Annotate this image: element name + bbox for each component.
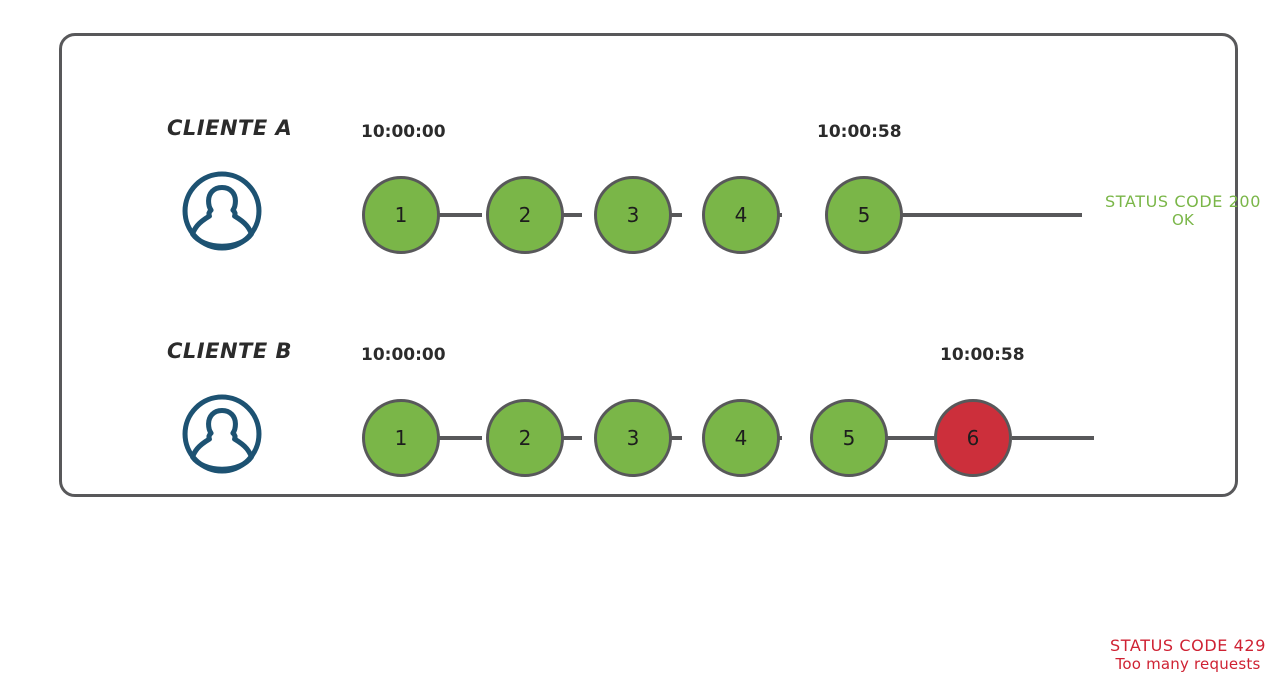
request-node[interactable]: 5 [825, 176, 903, 254]
status-text-a: OK [1171, 210, 1195, 229]
request-node[interactable]: 5 [810, 399, 888, 477]
request-node[interactable]: 1 [362, 176, 440, 254]
request-node[interactable]: 2 [486, 176, 564, 254]
chain-link [432, 436, 482, 440]
chain-link [432, 213, 482, 217]
request-node[interactable]: 3 [594, 176, 672, 254]
chain-link-tail [900, 213, 1082, 217]
client-label-b: CLIENTE B [167, 339, 293, 363]
status-code-b: STATUS CODE 429 [1110, 636, 1266, 655]
timestamp-start-b: 10:00:00 [361, 345, 446, 365]
user-avatar-icon [180, 169, 264, 253]
diagram-canvas: CLIENTE A 10:00:00 10:00:58 1 2 3 4 5 [59, 33, 1265, 673]
client-label-a: CLIENTE A [167, 116, 293, 140]
status-text-b: Too many requests [1115, 654, 1261, 673]
request-node[interactable]: 4 [702, 399, 780, 477]
timestamp-start-a: 10:00:00 [361, 122, 446, 142]
user-avatar-icon [180, 392, 264, 476]
request-node[interactable]: 2 [486, 399, 564, 477]
status-code-a: STATUS CODE 200 [1105, 192, 1261, 211]
request-node[interactable]: 3 [594, 399, 672, 477]
request-node[interactable]: 4 [702, 176, 780, 254]
diagram-panel: CLIENTE A 10:00:00 10:00:58 1 2 3 4 5 [59, 33, 1265, 673]
status-message-b: STATUS CODE 429 Too many requests [1088, 636, 1280, 674]
request-node-blocked[interactable]: 6 [934, 399, 1012, 477]
chain-link-tail [1012, 436, 1094, 440]
timestamp-end-b: 10:00:58 [940, 345, 1025, 365]
status-message-a: STATUS CODE 200 OK [1088, 192, 1278, 230]
timestamp-end-a: 10:00:58 [817, 122, 902, 142]
request-node[interactable]: 1 [362, 399, 440, 477]
